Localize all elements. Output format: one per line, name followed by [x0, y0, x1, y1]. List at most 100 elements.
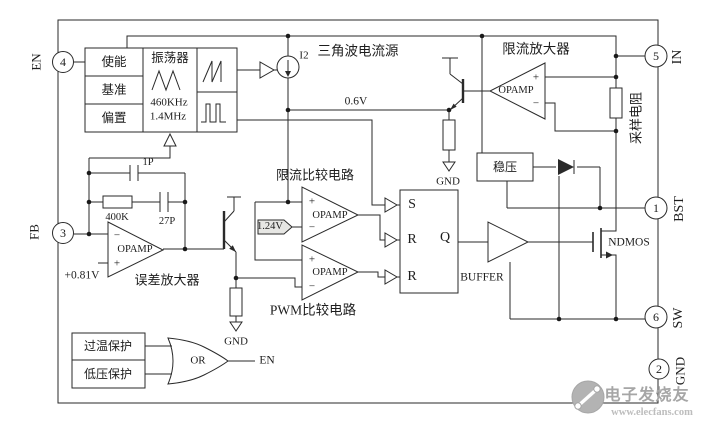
resistor-follower: [229, 287, 243, 317]
plus-clamp: +: [532, 71, 540, 84]
i2-label: I2: [299, 49, 309, 62]
freq-high-label: 1.4MHz: [149, 110, 187, 123]
pin-gnd-number: 2: [656, 362, 662, 376]
gnd-symbol-right: [442, 161, 456, 172]
pin-sw-number: 6: [653, 310, 659, 324]
pin-6-circle: [644, 305, 668, 329]
latch-s-label: S: [408, 197, 416, 212]
pin-en-label: EN: [28, 53, 44, 71]
plus-cmp1: +: [308, 195, 316, 208]
pin-in-number: 5: [653, 49, 659, 63]
freq-low-label: 460KHz: [150, 96, 188, 109]
pin-5-circle: [644, 44, 668, 68]
capacitor-27p-icon: [159, 192, 169, 212]
gnd-label-right: GND: [436, 175, 460, 188]
pin-bst-label: BST: [672, 196, 687, 222]
resistor-400k: [102, 195, 133, 209]
watermark-logo: [571, 380, 605, 414]
pin-en-number: 4: [60, 55, 66, 69]
buffer-label: BUFFER: [460, 271, 504, 284]
control-block-box: [84, 47, 238, 133]
pwm-cmp-triangle: [301, 244, 360, 301]
pin-3-circle: [52, 222, 74, 244]
current-source-i2: [276, 55, 300, 79]
oscillator-label: 振荡器: [151, 50, 189, 65]
opamp-label-clamp: OPAMP: [498, 84, 534, 96]
cap2-label: 27P: [158, 215, 176, 227]
watermark-url: www.elecfans.com: [611, 406, 693, 418]
triangle-current-source-title: 三角波电流源: [317, 43, 399, 59]
pin-2-circle: [648, 358, 670, 380]
bootstrap-diode: [558, 159, 575, 175]
vref-label: 1.24V: [257, 220, 283, 232]
signal-wires: [74, 36, 449, 278]
v06-label: 0.6V: [344, 95, 368, 108]
pin-gnd-label: GND: [672, 356, 688, 386]
protection-en-label: EN: [259, 354, 275, 367]
under-voltage-label: 低压保护: [83, 367, 133, 381]
gnd-label-left: GND: [224, 335, 248, 348]
sr-latch-box: [399, 189, 459, 294]
ramp-buffer-icon: [259, 61, 276, 79]
latch-r1-label: R: [407, 232, 417, 247]
res1-label: 400K: [105, 211, 129, 223]
power-rail-wires: [126, 35, 645, 320]
pin-sw-label: SW: [671, 307, 686, 329]
ndmos-label: NDMOS: [608, 236, 650, 249]
over-temp-label: 过温保护: [83, 339, 133, 353]
opamp-label-erramp: OPAMP: [117, 243, 153, 255]
plus-erramp: +: [113, 257, 121, 270]
pin-4-circle: [52, 51, 74, 73]
minus-erramp: −: [113, 229, 121, 242]
error-amp-triangle: [107, 221, 165, 278]
r1-input-buffer-icon: [384, 232, 398, 248]
sense-resistor-label: 采样电阻: [628, 91, 644, 145]
pulse-wave-icon: [201, 103, 226, 123]
cap1-label: 1P: [142, 156, 154, 168]
enable-block-label: 使能: [101, 54, 127, 69]
protection-wires: [145, 345, 255, 375]
minus-cmp1: −: [308, 221, 316, 234]
watermark-site: 电子发烧友: [604, 387, 690, 404]
bias-block-label: 偏置: [101, 110, 127, 125]
r2-input-buffer-icon: [384, 269, 398, 285]
s-input-buffer-icon: [384, 197, 398, 213]
latch-r2-label: R: [407, 269, 417, 284]
pin-bst-number: 1: [653, 201, 659, 215]
pin-1-circle: [644, 196, 668, 220]
sense-resistor: [609, 87, 623, 119]
current-limit-cmp-title: 限流比较电路: [275, 167, 355, 183]
follower-transistor: [222, 196, 241, 253]
pin-in-label: IN: [670, 49, 685, 65]
resistor-0v6: [442, 119, 456, 151]
pwm-cmp-title: PWM比较电路: [269, 302, 357, 318]
current-limit-amp-triangle: [488, 62, 546, 120]
error-amp-title: 误差放大器: [134, 272, 200, 288]
latch-q-label: Q: [439, 230, 451, 245]
pin-circles: [52, 44, 670, 380]
triangle-wave-icon: [151, 69, 181, 92]
junction-dots: [86, 33, 619, 322]
gnd-symbol-left: [229, 321, 243, 332]
clamp-transistor: [442, 57, 465, 111]
minus-clamp: −: [532, 97, 540, 110]
vref-tag: [257, 219, 293, 235]
plus-cmp2: +: [308, 253, 316, 266]
reference-block-label: 基准: [101, 82, 127, 97]
or-gate: [167, 337, 229, 385]
minus-cmp2: −: [308, 280, 316, 293]
vref-fb-label: +0.81V: [64, 269, 100, 282]
current-limit-cmp-triangle: [301, 186, 360, 243]
current-limit-amp-title: 限流放大器: [502, 41, 570, 57]
pin-fb-number: 3: [60, 226, 66, 240]
osc-input-arrow: [163, 132, 177, 147]
capacitor-1p-icon: [129, 165, 139, 181]
regulator-box: [476, 152, 534, 182]
protection-box: [71, 332, 146, 389]
opamp-label-cmp2: OPAMP: [312, 266, 348, 278]
ramp-wave-icon: [202, 60, 222, 83]
pin-fb-label: FB: [26, 224, 42, 240]
gate-buffer-triangle: [487, 221, 530, 263]
